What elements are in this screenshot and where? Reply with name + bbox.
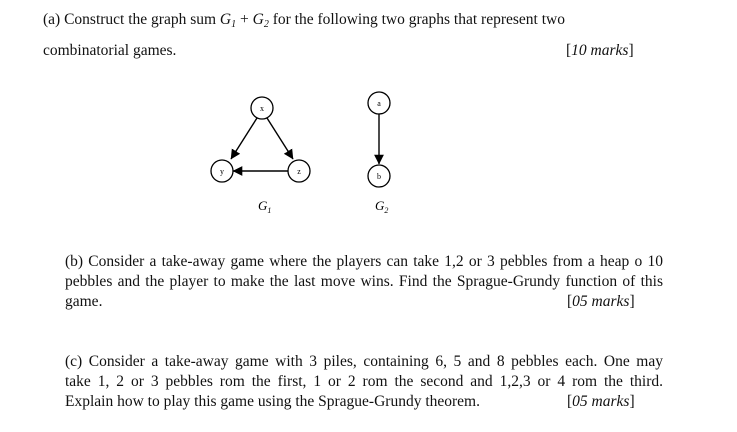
node-x-label: x xyxy=(260,104,264,113)
part-c-question-line-3: Explain how to play this game using the … xyxy=(65,393,480,410)
part-b-question-line-3: game. xyxy=(65,293,103,310)
node-y-label: y xyxy=(220,167,224,176)
part-b-question-line-1: (b) Consider a take-away game where the … xyxy=(65,253,663,270)
plus-sign: + xyxy=(236,11,253,28)
part-a-text-start: (a) Construct the graph sum xyxy=(43,11,220,28)
edge-x-to-y xyxy=(230,117,258,160)
graph-g2-label: G2 xyxy=(375,198,388,215)
node-b-label: b xyxy=(377,172,381,181)
node-y xyxy=(210,159,234,183)
edge-x-to-z xyxy=(266,117,294,160)
node-a xyxy=(367,91,391,115)
part-a-text-end: for the following two graphs that repres… xyxy=(268,11,565,28)
graph-g1: x y z G1 xyxy=(210,96,311,215)
g2-symbol: G2 xyxy=(252,11,269,30)
graph-g2: a b G2 xyxy=(367,91,391,215)
part-b-question-line-2: pebbles and the player to make the last … xyxy=(65,273,663,290)
part-a-marks: [10 marks] xyxy=(566,42,634,59)
node-z-label: z xyxy=(297,167,301,176)
node-x xyxy=(250,96,274,120)
node-a-label: a xyxy=(377,99,381,108)
node-b xyxy=(367,164,391,188)
part-b-marks: [05 marks] xyxy=(567,293,635,310)
node-z xyxy=(287,159,311,183)
g1-symbol: G1 xyxy=(219,11,237,30)
part-c-marks: [05 marks] xyxy=(567,393,635,410)
graph-g1-label: G1 xyxy=(258,198,271,215)
part-c-question-line-1: (c) Consider a take-away game with 3 pil… xyxy=(65,353,663,370)
part-a-question-line-1: (a) Construct the graph sum G1 + G2 for … xyxy=(43,11,565,30)
part-a-question-line-2: combinatorial games. xyxy=(43,42,177,59)
part-c-question-line-2: take 1, 2 or 3 pebbles rom the first, 1 … xyxy=(65,373,663,390)
